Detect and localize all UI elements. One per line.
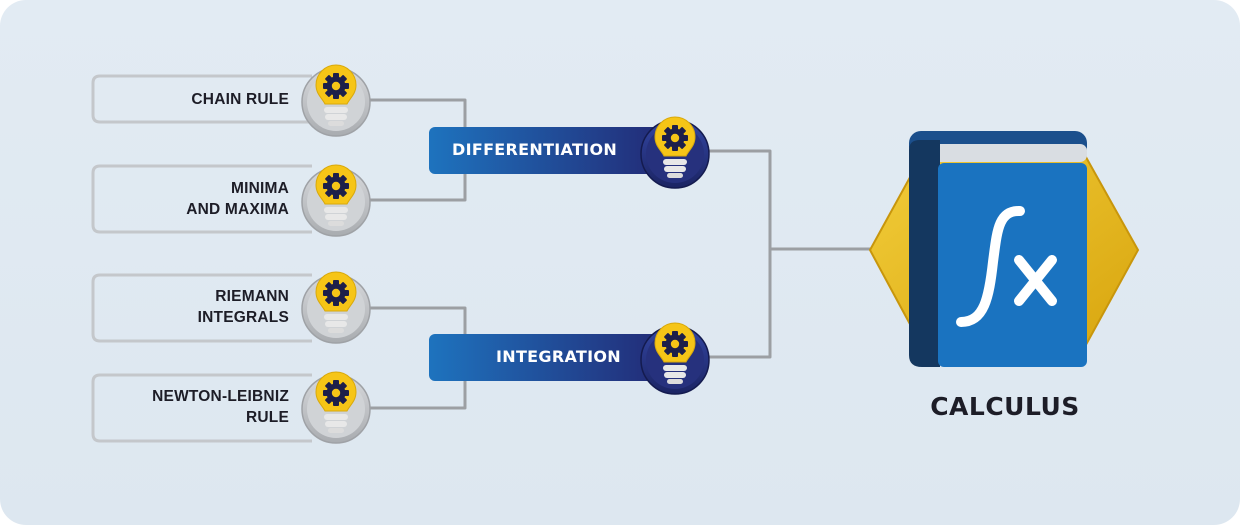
leaf-frame-riemann	[91, 273, 312, 343]
connector-lines	[360, 98, 880, 410]
book-pages	[920, 144, 1087, 162]
branch-label-integration: INTEGRATION	[496, 347, 621, 366]
leaf-frame-newton-leibniz	[91, 373, 312, 443]
leaf-frame-minima-maxima	[91, 164, 312, 234]
leaf-label-line: RULE	[246, 409, 289, 426]
x-symbol	[1014, 255, 1057, 306]
branch-pills	[429, 127, 659, 381]
leaf-label-line: MINIMA	[230, 180, 289, 197]
branch-pill-integration	[429, 334, 659, 381]
lightbulb-gear-icon	[640, 322, 710, 395]
leaf-label-line: INTEGRALS	[197, 309, 289, 326]
book-cover-front	[938, 163, 1087, 367]
leaf-frames	[91, 74, 312, 443]
lightbulb-icons	[301, 64, 710, 444]
branch-pill-differentiation	[429, 127, 659, 174]
leaf-label-line: CHAIN RULE	[191, 91, 289, 108]
connector-integration	[705, 249, 772, 359]
lightbulb-gear-icon	[301, 271, 371, 344]
book-spine	[909, 140, 940, 367]
leaf-frame-chain-rule	[91, 74, 312, 124]
leaf-label-newton-leibniz: NEWTON-LEIBNIZ RULE	[152, 386, 289, 428]
connector-differentiation	[705, 149, 772, 249]
lightbulb-gear-icon	[301, 371, 371, 444]
leaf-label-minima-maxima: MINIMA AND MAXIMA	[186, 178, 289, 220]
leaf-label-riemann: RIEMANN INTEGRALS	[198, 286, 289, 328]
lightbulb-gear-icon	[640, 116, 710, 189]
leaf-label-chain-rule: CHAIN RULE	[191, 89, 289, 110]
integral-symbol	[956, 206, 1025, 327]
lightbulb-gear-icon	[301, 164, 371, 237]
root-label: CALCULUS	[930, 392, 1080, 421]
lightbulb-gear-icon	[301, 64, 371, 137]
branch-label-differentiation: DIFFERENTIATION	[452, 140, 618, 159]
leaf-label-line: AND MAXIMA	[186, 201, 289, 218]
leaf-label-line: RIEMANN	[215, 288, 289, 305]
book-integral-icon	[868, 131, 1140, 367]
leaf-label-line: NEWTON-LEIBNIZ	[152, 388, 289, 405]
